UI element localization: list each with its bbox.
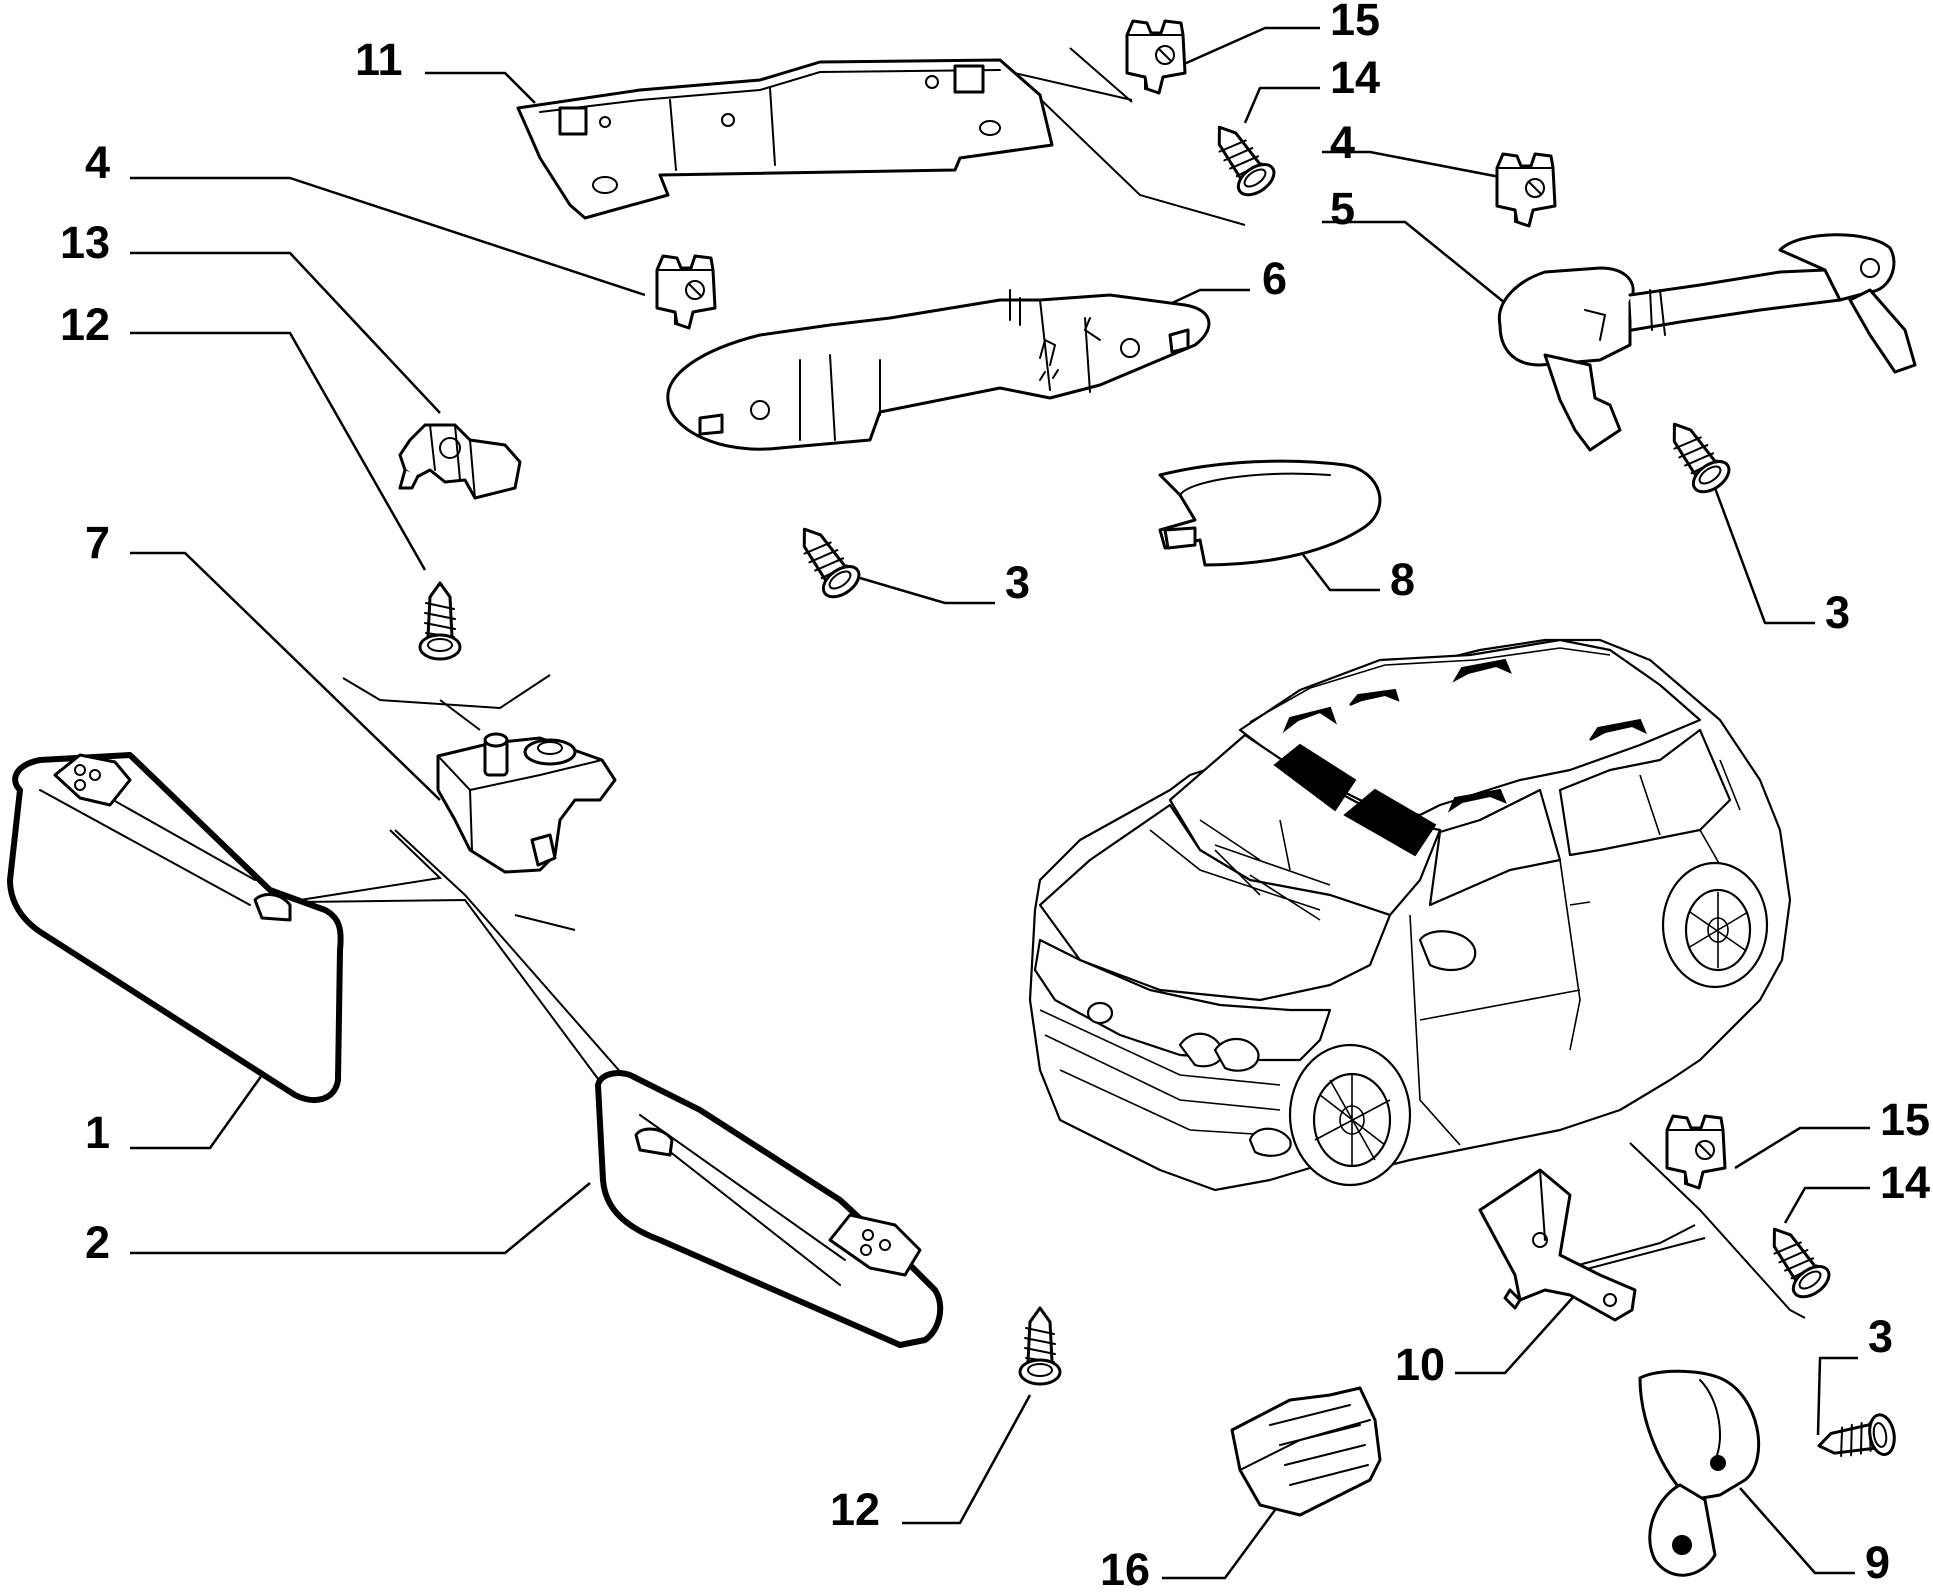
leader-12-top — [130, 331, 427, 571]
callout-1: 1 — [85, 1107, 110, 1158]
part-14-screw-top — [1201, 114, 1281, 203]
leader-4-left — [130, 176, 646, 297]
callout-12-top: 12 — [60, 299, 110, 350]
part-13-bracket-clip — [398, 423, 522, 500]
leader-13 — [130, 251, 441, 414]
callout-8: 8 — [1390, 554, 1415, 605]
leader-3-bottom — [1816, 1356, 1858, 1436]
part-3-screw-right — [1656, 411, 1736, 500]
callout-9: 9 — [1865, 1537, 1890, 1588]
part-9-hook-cover — [1638, 1369, 1761, 1577]
leader-7 — [130, 551, 441, 801]
leader-5 — [1322, 220, 1506, 304]
leader-15-bottom — [1734, 1126, 1870, 1170]
part-15-clip-top — [1125, 19, 1187, 95]
part-4-clip-right — [1495, 152, 1557, 228]
leader-9 — [1739, 1487, 1855, 1575]
leader-14-bottom — [1783, 1186, 1870, 1224]
callout-labels: 11 15 14 4 4 5 13 6 12 7 3 8 3 1 2 15 14… — [60, 0, 1930, 1594]
leader-1 — [130, 1074, 264, 1150]
leader-2 — [130, 1182, 591, 1255]
part-16-plug — [1230, 1386, 1382, 1517]
part-11-roof-bracket — [516, 58, 1054, 220]
leader-lines — [130, 26, 1870, 1580]
callout-7: 7 — [85, 517, 110, 568]
callout-4-right: 4 — [1330, 117, 1355, 168]
leader-4-right — [1322, 150, 1506, 180]
callout-13: 13 — [60, 217, 110, 268]
part-4-clip-left — [655, 254, 717, 330]
part-14-screw-bottom — [1756, 1216, 1836, 1305]
leader-3-center — [859, 576, 995, 605]
part-8-end-cap — [1158, 459, 1382, 567]
callout-4-left: 4 — [85, 137, 110, 188]
part-1-left-sun-visor — [7, 752, 344, 1103]
part-2-right-sun-visor — [595, 1070, 944, 1348]
part-6-grab-handle — [666, 289, 1211, 451]
part-5-rear-grab-handle — [1497, 233, 1917, 452]
callout-3-center: 3 — [1005, 557, 1030, 608]
callout-14-top: 14 — [1330, 52, 1380, 103]
part-15-clip-bottom — [1665, 1114, 1727, 1190]
leader-15-top — [1174, 26, 1320, 70]
callout-16: 16 — [1100, 1544, 1150, 1594]
part-10-bracket-plate — [1478, 1168, 1637, 1322]
leader-10 — [1455, 1294, 1576, 1375]
callout-10: 10 — [1395, 1339, 1445, 1390]
leader-12-bottom — [902, 1394, 1032, 1525]
callout-11: 11 — [355, 34, 403, 85]
callout-3-right: 3 — [1825, 587, 1850, 638]
part-3-screw-bottom — [1813, 1411, 1899, 1467]
leader-16 — [1162, 1509, 1277, 1580]
callout-3-bottom: 3 — [1868, 1311, 1893, 1362]
callout-15-top: 15 — [1330, 0, 1380, 45]
callout-6: 6 — [1262, 253, 1287, 304]
leader-14-top — [1243, 86, 1320, 124]
leader-3-right — [1713, 487, 1815, 625]
callout-14-bottom: 14 — [1880, 1157, 1930, 1208]
callout-5: 5 — [1330, 183, 1355, 234]
callout-2: 2 — [85, 1217, 110, 1268]
callout-12-bottom: 12 — [830, 1484, 880, 1535]
part-3-screw-center — [786, 516, 866, 605]
car-illustration — [1028, 638, 1792, 1192]
callout-15-bottom: 15 — [1880, 1094, 1930, 1145]
leader-11 — [425, 71, 536, 104]
part-7-visor-mount — [436, 732, 617, 874]
part-12-screw-bottom — [1018, 1306, 1062, 1386]
part-12-screw-top — [418, 581, 462, 661]
